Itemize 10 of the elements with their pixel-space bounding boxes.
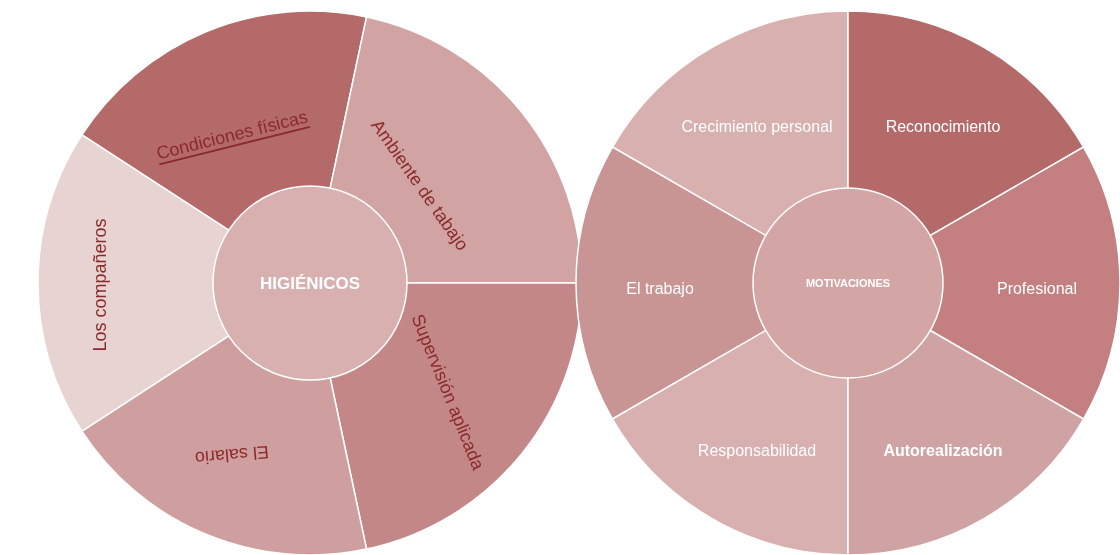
segment-label: Responsabilidad xyxy=(697,441,817,459)
hub-label: MOTIVACIONES xyxy=(805,277,891,289)
hub-label: HIGIÉNICOS xyxy=(259,273,361,293)
segment-label: Los compañeros xyxy=(90,218,110,352)
segment-label: El salario xyxy=(194,441,270,469)
segment-label: Profesional xyxy=(997,279,1077,297)
segment-label: Crecimiento personal xyxy=(681,117,833,135)
segment-label: El trabajo xyxy=(626,279,694,297)
segment-label: Reconocimiento xyxy=(885,117,1001,135)
segment-label: Autorealización xyxy=(883,441,1003,459)
